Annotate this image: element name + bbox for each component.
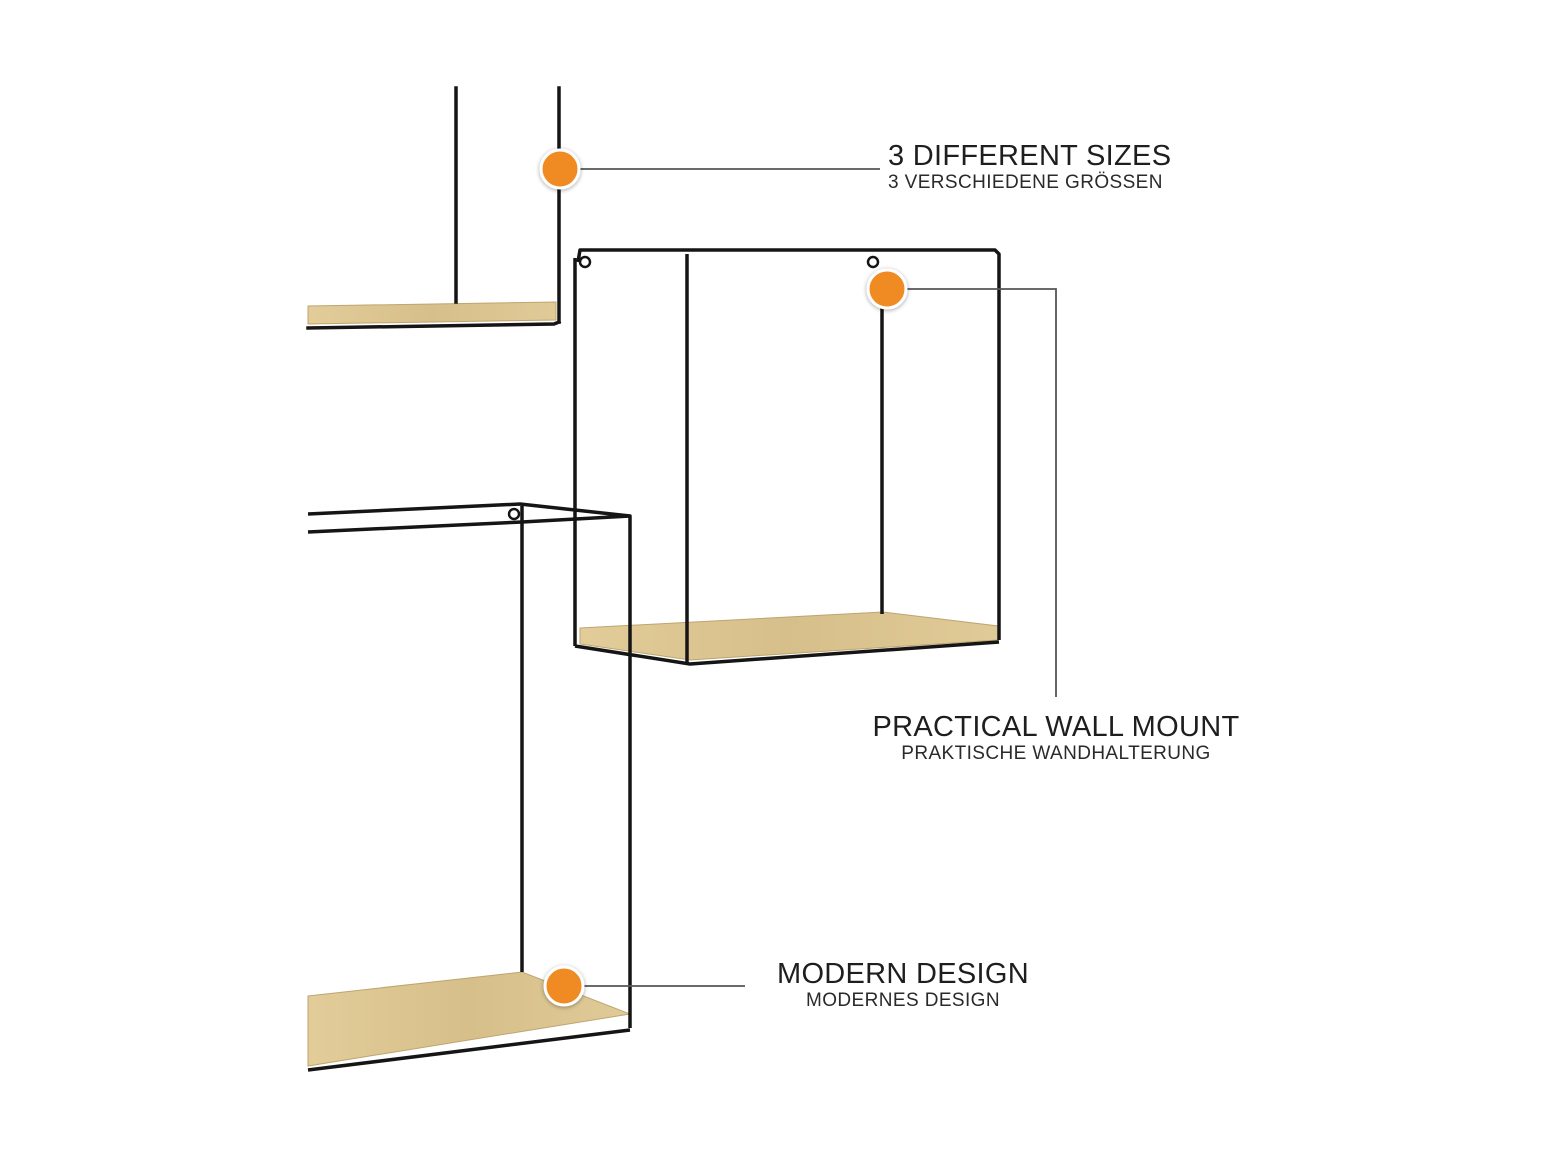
callout-mount-title: PRACTICAL WALL MOUNT <box>872 711 1240 743</box>
shelf-small-wood-board <box>307 301 557 325</box>
mount-hook-large <box>507 507 521 521</box>
callout-mount-subtitle: PRAKTISCHE WANDHALTERUNG <box>901 743 1211 764</box>
callout-sizes-title: 3 DIFFERENT SIZES <box>888 140 1172 172</box>
mount-hook-right <box>866 255 880 269</box>
callout-sizes: 3 DIFFERENT SIZES 3 VERSCHIEDENE GRÖSSEN <box>888 140 1171 194</box>
shelf-medium-cube <box>573 248 1001 666</box>
marker-dot-design <box>543 965 585 1007</box>
shelf-medium-wood-board <box>579 611 999 661</box>
callout-design: MODERN DESIGN MODERNES DESIGN <box>772 958 1034 1012</box>
callout-design-subtitle: MODERNES DESIGN <box>806 990 1000 1011</box>
mount-hook-left <box>578 255 592 269</box>
marker-dot-sizes <box>539 148 581 190</box>
shelf-small-top <box>306 86 562 330</box>
leader-lines <box>580 168 1057 987</box>
callout-sizes-subtitle: 3 VERSCHIEDENE GRÖSSEN <box>888 172 1163 193</box>
callout-mount: PRACTICAL WALL MOUNT PRAKTISCHE WANDHALT… <box>869 711 1243 765</box>
callout-design-title: MODERN DESIGN <box>776 958 1030 990</box>
leader-line-mount <box>905 288 1057 697</box>
marker-dot-mount <box>866 268 908 310</box>
